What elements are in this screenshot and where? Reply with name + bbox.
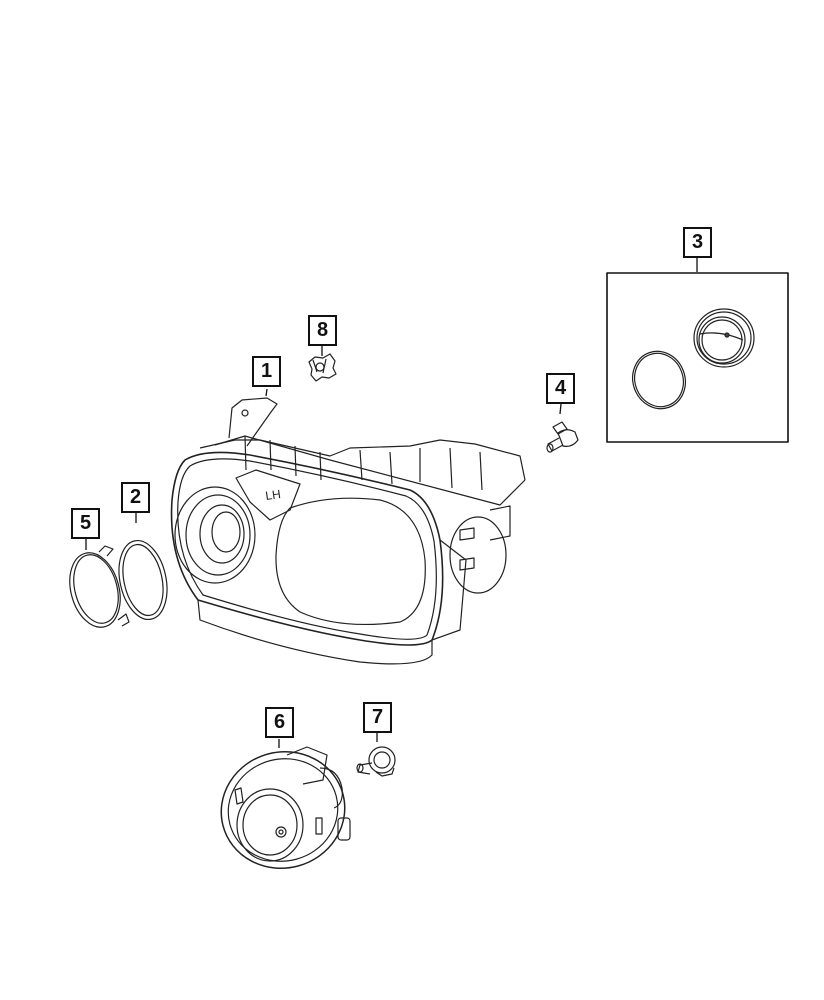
kit-seal-ring-icon — [632, 350, 686, 410]
fog-lamp-bulb-icon — [356, 746, 396, 777]
bulb-icon — [546, 421, 579, 453]
cover-cap-icon — [69, 545, 130, 628]
headlamp-assembly-icon — [170, 397, 526, 665]
socket-icon — [308, 353, 337, 382]
callout-1[interactable]: 1 — [252, 356, 281, 387]
kit-cap-icon — [693, 308, 755, 368]
seal-ring-icon — [118, 539, 168, 621]
callout-6[interactable]: 6 — [265, 707, 294, 738]
lh-marking: LH — [264, 487, 281, 503]
callout-2[interactable]: 2 — [121, 482, 150, 513]
leader-lines — [85, 257, 698, 748]
callout-4[interactable]: 4 — [546, 373, 575, 404]
callout-5[interactable]: 5 — [71, 508, 100, 539]
callout-3[interactable]: 3 — [683, 227, 712, 258]
callout-8[interactable]: 8 — [308, 315, 337, 346]
callout-7[interactable]: 7 — [363, 702, 392, 733]
kit-box — [606, 272, 789, 443]
fog-lamp-icon — [220, 746, 351, 870]
